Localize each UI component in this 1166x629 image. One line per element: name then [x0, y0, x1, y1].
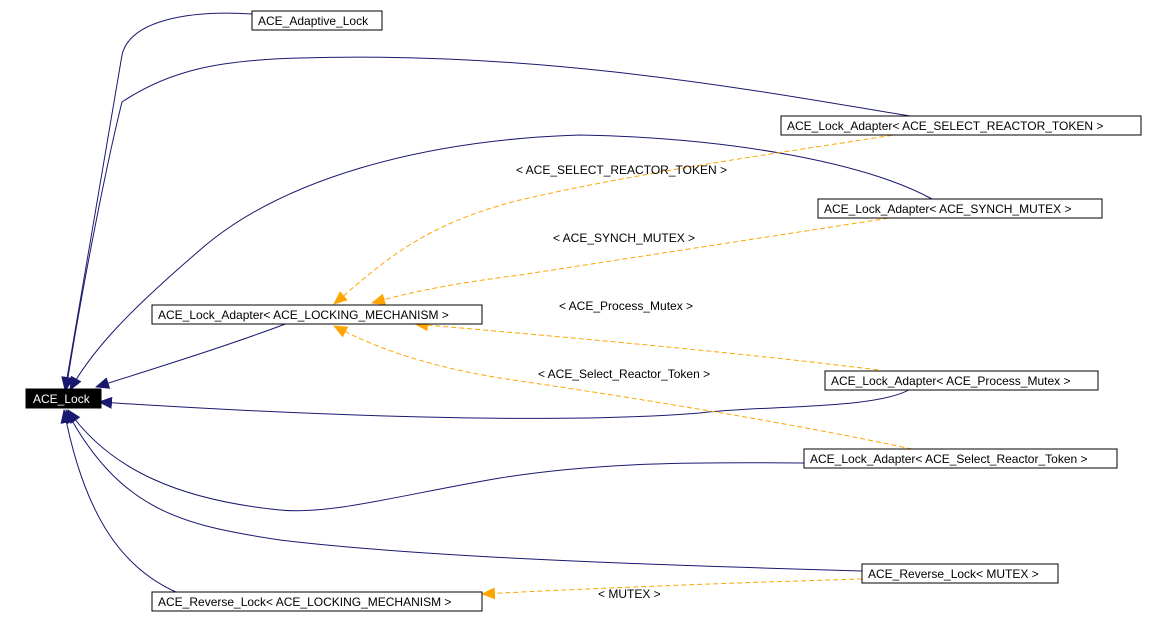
edge-adapter-synch-mutex-to-ace-lock	[69, 134, 933, 391]
edge-adaptive-lock-to-ace-lock	[61, 12, 253, 391]
node-lock-adapter-select-reactor-token[interactable]: ACE_Lock_Adapter< ACE_Select_Reactor_Tok…	[803, 448, 1118, 469]
node-label: ACE_Lock_Adapter< ACE_LOCKING_MECHANISM …	[158, 308, 449, 322]
template-edge-process-mutex	[414, 319, 879, 371]
edge-adapter-process-mutex-to-ace-lock	[98, 387, 913, 419]
node-label: ACE_Adaptive_Lock	[258, 14, 369, 28]
template-edge-synch-mutex	[371, 216, 897, 306]
template-edges	[333, 133, 913, 600]
node-label: ACE_Reverse_Lock< MUTEX >	[868, 567, 1039, 581]
node-label: ACE_Lock_Adapter< ACE_SELECT_REACTOR_TOK…	[787, 119, 1103, 133]
edge-adapter-locking-mechanism-to-ace-lock	[95, 322, 289, 389]
template-labels: < ACE_SELECT_REACTOR_TOKEN > < ACE_SYNCH…	[516, 163, 727, 601]
node-reverse-lock-locking-mechanism[interactable]: ACE_Reverse_Lock< ACE_LOCKING_MECHANISM …	[151, 591, 483, 612]
inheritance-edges	[60, 12, 933, 594]
nodes: ACE_Lock ACE_Adaptive_Lock ACE_Lock_Adap…	[25, 10, 1142, 612]
node-label: ACE_Lock_Adapter< ACE_Select_Reactor_Tok…	[810, 452, 1088, 466]
node-label: ACE_Lock_Adapter< ACE_SYNCH_MUTEX >	[824, 202, 1071, 216]
node-lock-adapter-select-reactor-token-caps[interactable]: ACE_Lock_Adapter< ACE_SELECT_REACTOR_TOK…	[780, 115, 1142, 136]
node-lock-adapter-synch-mutex[interactable]: ACE_Lock_Adapter< ACE_SYNCH_MUTEX >	[817, 198, 1103, 219]
node-lock-adapter-process-mutex[interactable]: ACE_Lock_Adapter< ACE_Process_Mutex >	[824, 370, 1099, 391]
node-label: ACE_Lock_Adapter< ACE_Process_Mutex >	[831, 374, 1070, 388]
node-ace-adaptive-lock[interactable]: ACE_Adaptive_Lock	[251, 10, 383, 31]
node-label: ACE_Reverse_Lock< ACE_LOCKING_MECHANISM …	[158, 595, 451, 609]
edge-reverse-lock-mutex-to-ace-lock	[65, 409, 863, 572]
node-ace-lock[interactable]: ACE_Lock	[25, 388, 102, 409]
node-reverse-lock-mutex[interactable]: ACE_Reverse_Lock< MUTEX >	[861, 563, 1059, 584]
node-label: ACE_Lock	[33, 392, 91, 406]
template-label-mutex: < MUTEX >	[598, 587, 661, 601]
template-edge-mutex	[481, 578, 863, 600]
template-label-select-reactor-token-caps: < ACE_SELECT_REACTOR_TOKEN >	[516, 163, 727, 177]
template-label-select-reactor-token: < ACE_Select_Reactor_Token >	[538, 367, 710, 381]
edge-reverse-lock-locking-mechanism-to-ace-lock	[60, 409, 179, 594]
template-label-process-mutex: < ACE_Process_Mutex >	[559, 299, 693, 313]
node-lock-adapter-locking-mechanism[interactable]: ACE_Lock_Adapter< ACE_LOCKING_MECHANISM …	[151, 304, 483, 325]
template-edge-select-reactor-token-caps	[333, 133, 901, 305]
template-label-synch-mutex: < ACE_SYNCH_MUTEX >	[553, 231, 695, 245]
edge-adapter-select-reactor-token-to-ace-lock	[67, 409, 805, 512]
template-edge-select-reactor-token	[333, 325, 913, 450]
edge-adapter-select-reactor-token-caps-to-ace-lock	[62, 56, 911, 391]
